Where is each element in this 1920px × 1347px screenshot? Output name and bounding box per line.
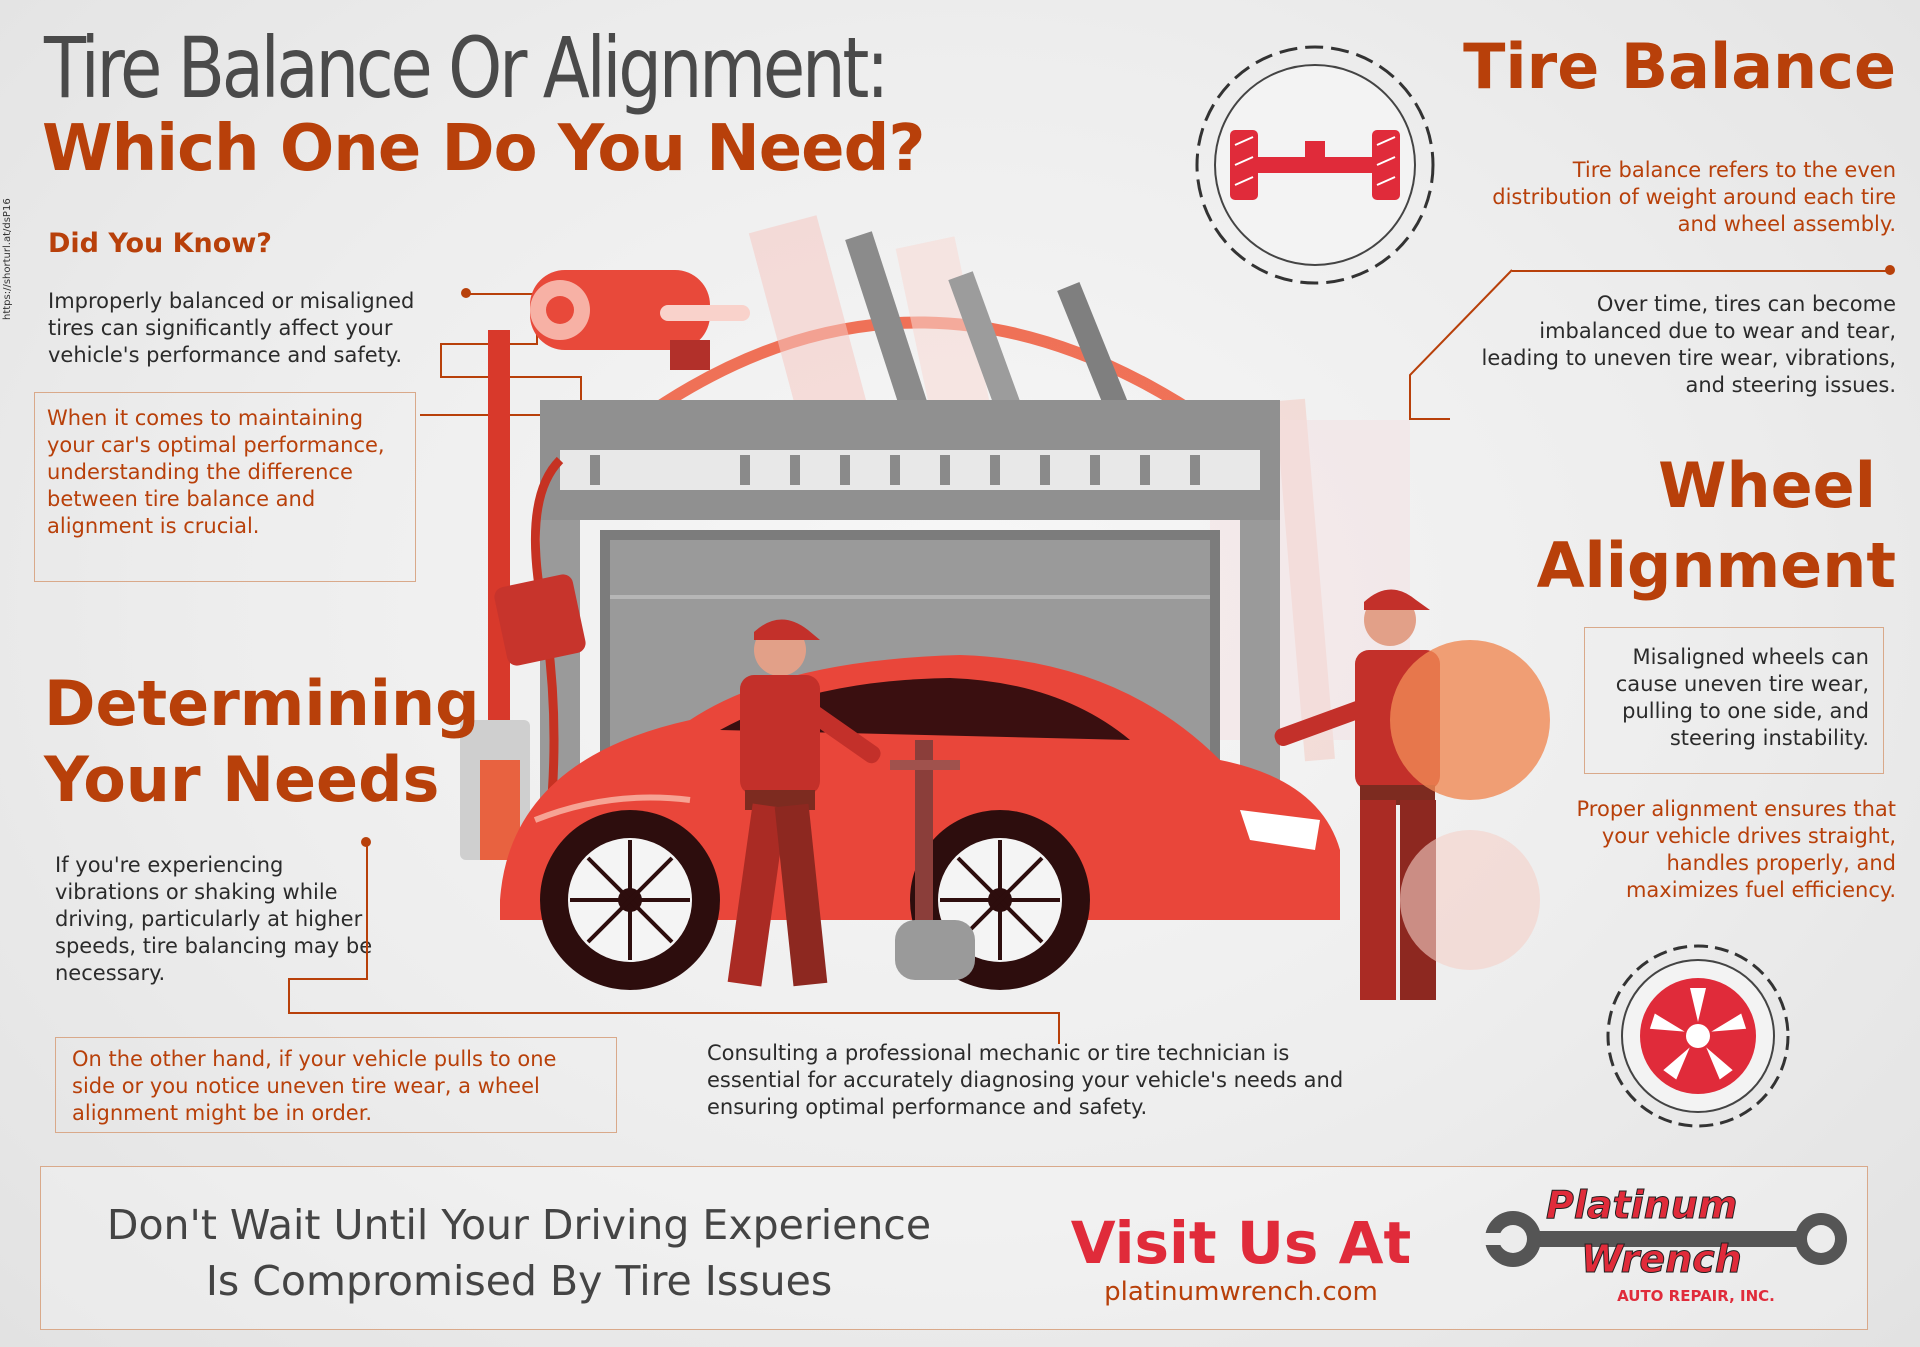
- determining-box: On the other hand, if your vehicle pulls…: [55, 1037, 617, 1133]
- determining-box-text: On the other hand, if your vehicle pulls…: [72, 1047, 557, 1125]
- connector-line: [440, 376, 582, 418]
- connector-diagonal: [1409, 269, 1513, 420]
- did-you-know-box-text: When it comes to maintaining your car's …: [47, 406, 385, 538]
- did-you-know-text: Improperly balanced or misaligned tires …: [48, 289, 415, 367]
- consult-text: Consulting a professional mechanic or ti…: [707, 1041, 1344, 1119]
- connector-line: [440, 343, 538, 378]
- wheel-alignment-heading-line1: Wheel: [1658, 449, 1876, 522]
- cta-message-line2: Is Compromised By Tire Issues: [205, 1257, 833, 1305]
- page-subtitle: Which One Do You Need?: [42, 112, 925, 186]
- wheel-alignment-detail: Proper alignment ensures that your vehic…: [1576, 797, 1896, 902]
- did-you-know-box: When it comes to maintaining your car's …: [34, 392, 416, 582]
- connector-line: [1410, 418, 1450, 420]
- side-url: https://shorturl.at/dsP16: [2, 198, 13, 320]
- wheel-gear-icon: [1606, 944, 1790, 1128]
- tire-balance-detail: Over time, tires can become imbalanced d…: [1481, 292, 1896, 397]
- cta-banner: Don't Wait Until Your Driving Experience…: [40, 1166, 1868, 1330]
- wheel-alignment-box-text: Misaligned wheels can cause uneven tire …: [1615, 645, 1869, 750]
- did-you-know-heading: Did You Know?: [48, 228, 272, 259]
- visit-us-heading: Visit Us At: [1070, 1209, 1412, 1277]
- connector-dot: [1885, 265, 1895, 275]
- determining-heading-line2: Your Needs: [44, 743, 440, 816]
- connector-line: [288, 842, 368, 980]
- connector-line: [1512, 270, 1889, 272]
- company-logo[interactable]: Platinum Wrench AUTO REPAIR, INC.: [1481, 1181, 1861, 1311]
- connector-line: [288, 978, 290, 1012]
- determining-text: If you're experiencing vibrations or sha…: [55, 853, 373, 985]
- tire-balance-definition: Tire balance refers to the even distribu…: [1492, 158, 1896, 236]
- wrench-icon: [1481, 1211, 1847, 1267]
- axle-gear-icon: [1195, 45, 1435, 285]
- cta-message-line1: Don't Wait Until Your Driving Experience: [106, 1201, 932, 1249]
- wheel-alignment-heading-line2: Alignment: [1536, 529, 1896, 602]
- logo-word-wrench: Wrench: [1581, 1237, 1743, 1282]
- logo-tagline: AUTO REPAIR, INC.: [1617, 1287, 1775, 1305]
- website-link[interactable]: platinumwrench.com: [1104, 1277, 1378, 1307]
- wheel-alignment-box: Misaligned wheels can cause uneven tire …: [1584, 627, 1884, 774]
- logo-word-platinum: Platinum: [1545, 1183, 1738, 1228]
- page-title: Tire Balance Or Alignment:: [44, 19, 889, 117]
- connector-line: [288, 1012, 1060, 1044]
- tire-balance-heading: Tire Balance: [1463, 30, 1896, 103]
- determining-heading-line1: Determining: [44, 667, 480, 740]
- garage-illustration: [460, 215, 1550, 1000]
